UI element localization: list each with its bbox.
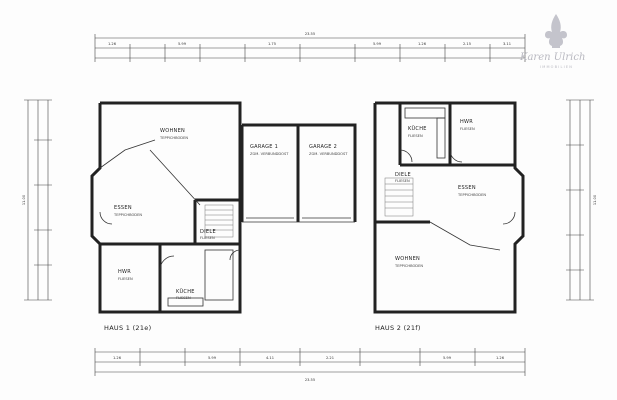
- haus-2-label: HAUS 2 (21f): [375, 324, 421, 332]
- top-dimension-segment: 5.99: [178, 42, 187, 46]
- fleur-de-lis-icon: [545, 14, 567, 48]
- room-floor-label: FLIESEN: [200, 236, 215, 240]
- bottom-overall-dimension: 23.55: [305, 378, 315, 382]
- bottom-dimension-segment: 1.26: [496, 356, 505, 360]
- bottom-dimension-chains: 1.26 5.99 4.11 2.21 5.99 1.26 23.55: [94, 348, 526, 382]
- bottom-dimension-segment: 5.99: [443, 356, 452, 360]
- top-overall-dimension: 23.55: [305, 32, 315, 36]
- room-label: KÜCHE: [176, 288, 195, 295]
- watermark-subtitle: IMMOBILIEN: [540, 65, 573, 69]
- top-dimension-segment: 1.26: [108, 42, 117, 46]
- room-floor-label: FLIESEN: [176, 296, 191, 300]
- room-floor-label: FLIESEN: [460, 127, 475, 131]
- room-floor-label: FLIESEN: [395, 179, 410, 183]
- room-label: DIELE: [395, 172, 411, 178]
- room-label: GARAGE 2: [309, 144, 337, 150]
- top-dimension-segment: 1.75: [268, 42, 276, 46]
- room-label: HWR: [118, 269, 131, 275]
- right-overall-dimension: 11.00: [593, 194, 597, 205]
- top-dimension-chains: 23.55 1.26 5.99 1.75 5.99 1.26 2.15 3.11: [94, 32, 526, 62]
- room-floor-label: TEPPICHBODEN: [457, 193, 486, 197]
- top-dimension-segment: 1.26: [418, 42, 427, 46]
- watermark-script: Karen Ulrich: [519, 52, 585, 63]
- room-label: ESSEN: [458, 185, 476, 191]
- room-floor-label: TEPPICHBODEN: [394, 264, 423, 268]
- haus-1-label: HAUS 1 (21e): [104, 324, 151, 332]
- room-label: WOHNEN: [395, 256, 420, 262]
- room-floor-label: ZGM. VERBUNDDOST: [309, 152, 348, 156]
- haus-1-plan: WOHNEN TEPPICHBODEN ESSEN TEPPICHBODEN D…: [90, 101, 242, 332]
- haus-2-plan: HWR FLIESEN KÜCHE FLIESEN DIELE FLIESEN …: [373, 101, 525, 332]
- room-label: KÜCHE: [408, 125, 427, 132]
- room-label: DIELE: [200, 229, 216, 235]
- watermark-logo: Karen Ulrich IMMOBILIEN: [519, 14, 585, 69]
- room-floor-label: FLIESEN: [118, 277, 133, 281]
- top-dimension-segment: 5.99: [373, 42, 382, 46]
- left-dimension-chains: 11.00: [22, 99, 52, 301]
- bottom-dimension-segment: 2.21: [326, 356, 334, 360]
- room-label: ESSEN: [114, 205, 132, 211]
- room-floor-label: TEPPICHBODEN: [159, 136, 188, 140]
- bottom-dimension-segment: 1.26: [113, 356, 122, 360]
- room-label: HWR: [460, 119, 473, 125]
- bottom-dimension-segment: 4.11: [266, 356, 274, 360]
- right-dimension-chains: 11.00: [566, 99, 597, 301]
- room-floor-label: ZGM. VERBUNDDOST: [250, 152, 289, 156]
- room-floor-label: TEPPICHBODEN: [113, 213, 142, 217]
- room-floor-label: FLIESEN: [408, 134, 423, 138]
- bottom-dimension-segment: 5.99: [208, 356, 217, 360]
- room-label: GARAGE 1: [250, 144, 278, 150]
- left-overall-dimension: 11.00: [22, 194, 26, 205]
- room-label: WOHNEN: [160, 128, 185, 134]
- top-dimension-segment: 2.15: [463, 42, 471, 46]
- garages-plan: GARAGE 1 ZGM. VERBUNDDOST GARAGE 2 ZGM. …: [240, 123, 357, 223]
- top-dimension-segment: 3.11: [503, 42, 511, 46]
